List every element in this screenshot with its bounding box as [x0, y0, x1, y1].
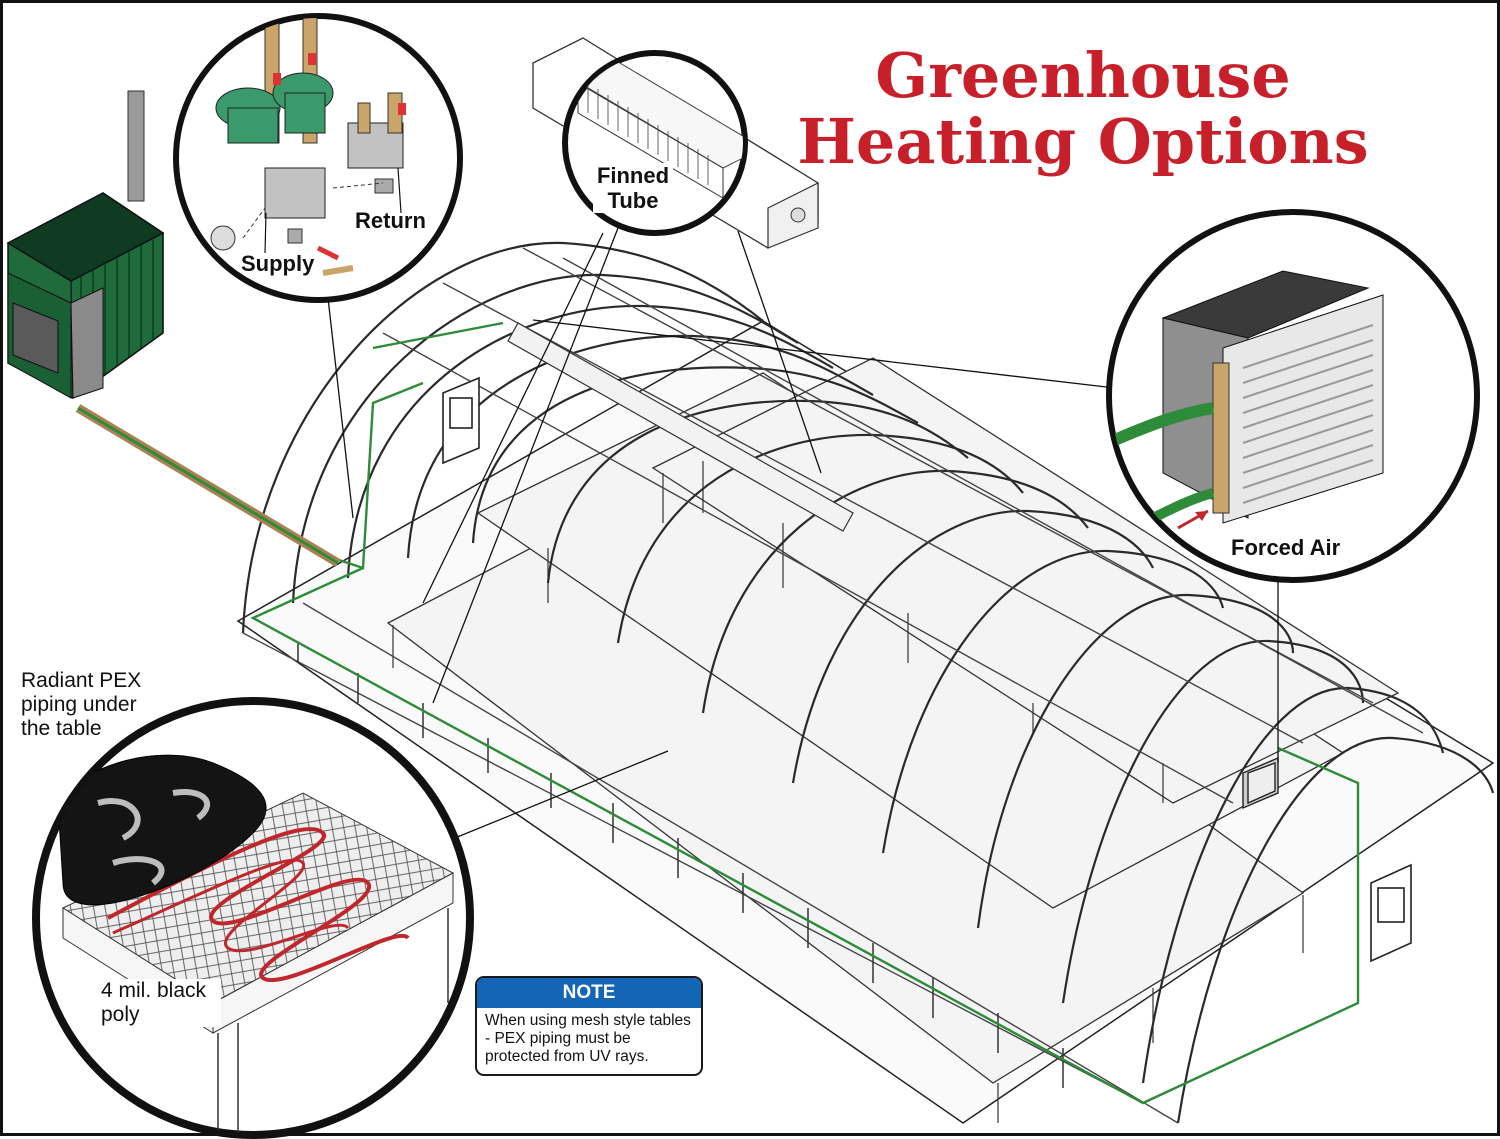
forced-air-label: Forced Air [1231, 535, 1341, 560]
note-heading: NOTE [477, 978, 701, 1008]
note-body: When using mesh style tables - PEX pipin… [485, 1012, 691, 1065]
finned-tube-duct [507, 322, 854, 532]
radiant-pex-label: Radiant PEX piping under the table [21, 669, 142, 740]
note-box: NOTE When using mesh style tables - PEX … [475, 976, 703, 1076]
page-title: Greenhouse Heating Options [797, 39, 1369, 178]
wall-posts [297, 643, 1064, 1088]
greenhouse-illustration [6, 13, 1495, 1139]
forced-air-detail [1106, 209, 1480, 583]
manifold-detail [173, 13, 463, 303]
buried-supply-pipe [75, 404, 341, 567]
purlins [242, 247, 1424, 1124]
leader-lines [327, 227, 1279, 852]
return-label: Return [355, 208, 426, 233]
unit-heater-small [1242, 756, 1279, 810]
finned-tube-detail [532, 37, 819, 249]
hoop-arches [241, 241, 1495, 1124]
finned-tube-label: Finned Tube [593, 163, 673, 213]
black-poly-label: 4 mil. black poly [101, 979, 221, 1027]
supply-label: Supply [241, 251, 315, 276]
end-wall-doors [442, 376, 1412, 963]
outdoor-boiler [6, 90, 165, 400]
radiant-pex-detail [32, 697, 474, 1139]
